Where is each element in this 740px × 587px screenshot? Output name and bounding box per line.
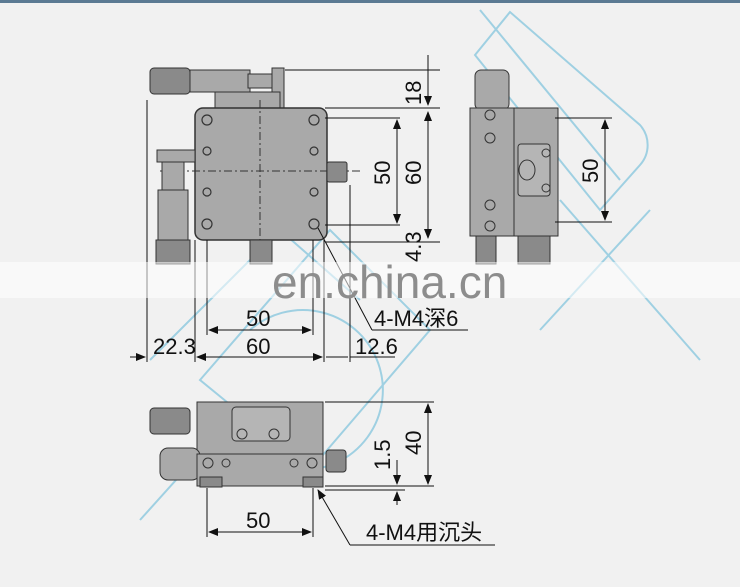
dim-1-5: 1.5 (370, 439, 395, 470)
dim-18: 18 (401, 81, 426, 105)
callout-4-m4-depth6: 4-M4深6 (374, 306, 458, 331)
dim-40: 40 (401, 431, 426, 455)
dim-22-3: 22.3 (153, 334, 196, 359)
watermark-text: en.china.cn (272, 256, 507, 308)
watermark-band (0, 262, 740, 298)
front-view: 40 1.5 50 4-M4用沉头 (149, 401, 495, 546)
callout-4-m4-countersunk: 4-M4用沉头 (366, 520, 482, 545)
dim-60-vertical: 60 (401, 161, 426, 185)
dim-50-front: 50 (246, 508, 270, 533)
dim-50-vertical: 50 (370, 161, 395, 185)
dim-50-top-horizontal: 50 (246, 306, 270, 331)
side-view: 50 (469, 69, 612, 265)
dim-50-side: 50 (578, 159, 603, 183)
top-view: 18 50 60 4.3 50 22.3 60 12.6 4-M4深6 (130, 55, 468, 362)
top-border (0, 0, 740, 3)
dim-60-horizontal: 60 (246, 334, 270, 359)
dim-4-3: 4.3 (401, 231, 426, 262)
dim-12-6: 12.6 (355, 334, 398, 359)
